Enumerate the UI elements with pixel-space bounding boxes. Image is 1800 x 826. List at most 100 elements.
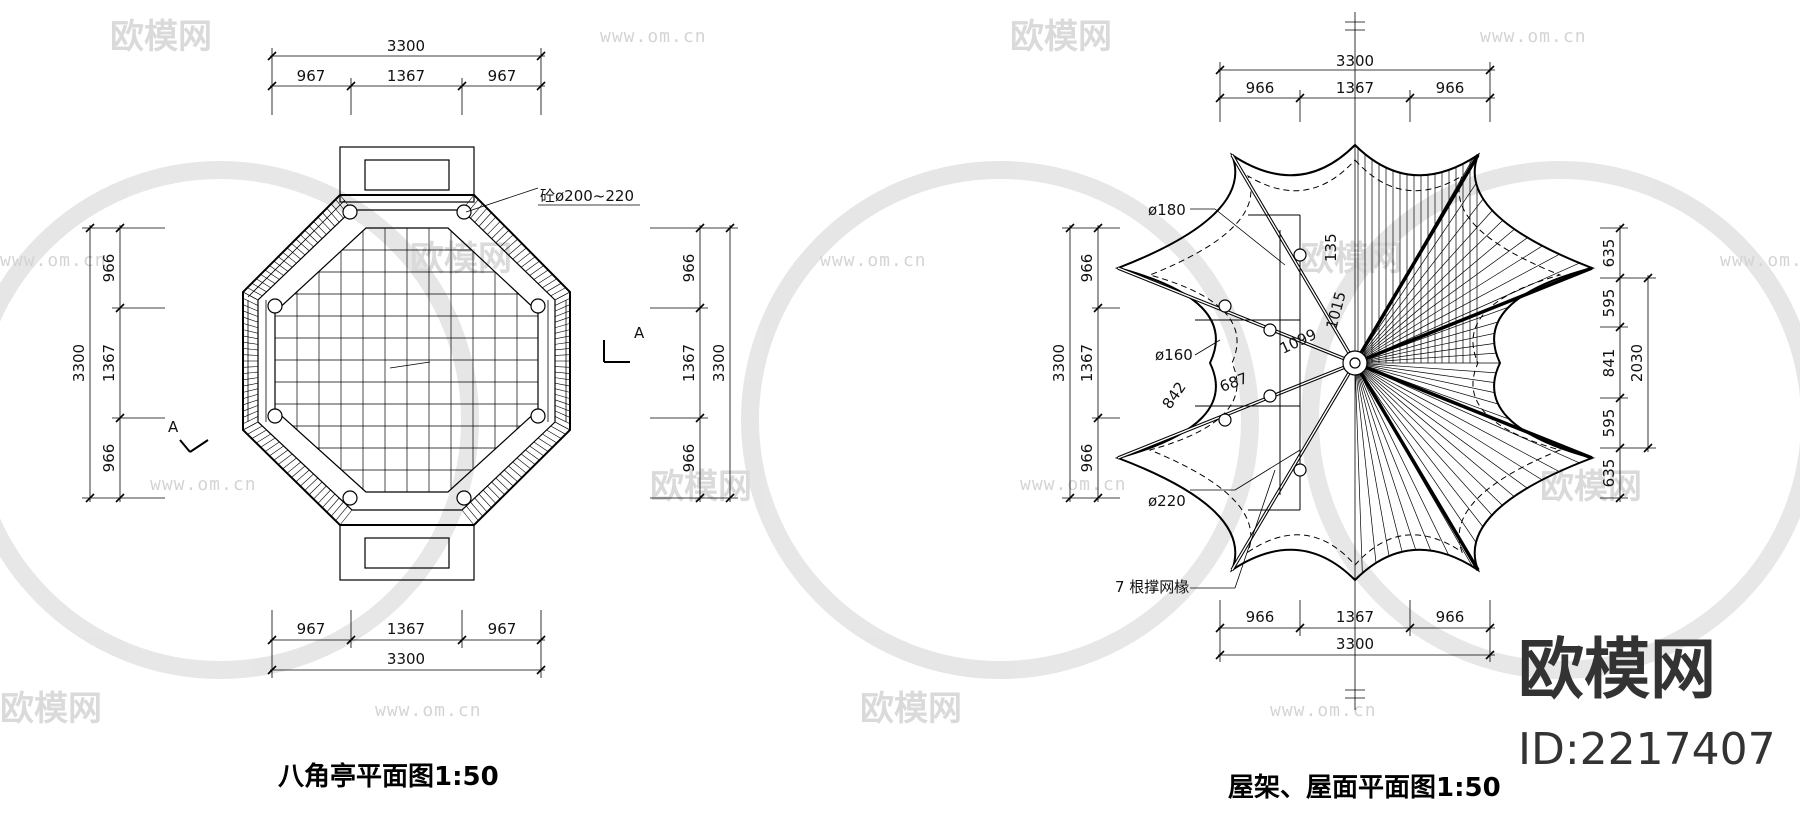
bench-hatching <box>242 194 567 422</box>
bench-slat <box>264 269 280 280</box>
bench-slat <box>554 298 571 306</box>
label-d160: ø160 <box>1155 346 1193 364</box>
bench-slat <box>554 310 571 317</box>
top-dimensions: 3300 967 1367 967 <box>267 37 546 115</box>
bench-slat <box>546 282 562 293</box>
column-note-text: 砼ø200~220 <box>540 187 634 205</box>
floor-grid-lines <box>275 228 538 492</box>
bench-slat <box>554 348 571 351</box>
bench-slat <box>554 341 571 345</box>
roof-tile-line <box>1355 362 1387 580</box>
bottom-dimensions: 967 1367 967 3300 <box>267 610 546 678</box>
roof-r-mid: 841 <box>1600 349 1618 378</box>
bench-slat <box>242 421 259 431</box>
plan-right-title: 屋架、屋面平面图1:50 <box>1228 773 1501 803</box>
roof-v-side-lower: 966 <box>1078 444 1096 473</box>
roof-tile-line <box>1355 362 1428 580</box>
bench-slat <box>554 393 571 399</box>
label-842: 842 <box>1159 379 1190 413</box>
bench-slat <box>554 388 571 393</box>
roof-tile-line <box>1355 362 1468 580</box>
bench-slat <box>554 416 571 424</box>
bench-slat <box>330 203 344 219</box>
bench-slat <box>499 234 514 248</box>
roof-frame-plan: 3300 966 1367 966 966 1367 966 3300 <box>1050 12 1656 803</box>
bench-slat <box>550 425 566 435</box>
watermark-url: www.om.cn <box>600 26 707 47</box>
bench-slat <box>512 461 527 474</box>
bench-slat <box>542 433 558 444</box>
bench-slat <box>508 243 523 256</box>
bench-slat <box>242 329 259 334</box>
bench-slat <box>521 453 536 465</box>
bench-slat <box>529 265 544 276</box>
dim-mid-top: 1367 <box>387 67 425 85</box>
bench-slat <box>317 216 331 231</box>
bench-slat <box>278 453 293 465</box>
bench-slat <box>242 410 259 418</box>
bench-slat <box>326 497 340 513</box>
watermark-brand: 欧模网 <box>110 17 212 57</box>
label-rafters: 7 根撑网椽 <box>1115 578 1189 596</box>
bench-slat <box>491 225 505 239</box>
roof-dim-total-top: 3300 <box>1336 52 1374 70</box>
frame-beams <box>1195 214 1301 511</box>
bench-slat <box>491 481 505 495</box>
label-135: 135 <box>1322 233 1340 262</box>
roof-dim-mid-bottom: 1367 <box>1336 608 1374 626</box>
bench-slat <box>335 505 348 521</box>
roof-dim-side-top-left: 966 <box>1246 79 1275 97</box>
dim-side-top-right: 967 <box>488 67 517 85</box>
bench-slat <box>260 274 276 284</box>
bench-slat <box>242 388 259 393</box>
roof-dim-side-top-right: 966 <box>1436 79 1465 97</box>
roof-v-side-upper: 966 <box>1078 254 1096 283</box>
bench-slat <box>474 208 488 223</box>
bench-slat <box>264 441 280 452</box>
bench-slat <box>278 256 293 268</box>
bench-slat <box>554 410 571 418</box>
bench-slat <box>300 473 314 487</box>
roof-r-top: 635 <box>1600 239 1618 268</box>
label-d180: ø180 <box>1148 201 1186 219</box>
watermark-url: www.om.cn <box>1720 250 1800 271</box>
roof-r-a: 595 <box>1600 289 1618 318</box>
v-dim-side-lower: 966 <box>100 444 118 473</box>
bench-slat <box>300 234 314 248</box>
bench-slat <box>504 238 518 252</box>
roof-tile-line <box>1355 362 1449 580</box>
bench-slat <box>242 341 259 345</box>
bench-slat <box>282 252 297 264</box>
bench-slat <box>554 405 571 412</box>
roof-dim-side-bottom-right: 966 <box>1436 608 1465 626</box>
bench-slat <box>554 304 571 312</box>
bench-slat <box>495 230 510 243</box>
bench-slat <box>487 485 501 500</box>
bench-slat <box>295 469 310 483</box>
bench-slat <box>516 252 531 264</box>
watermark-url: www.om.cn <box>1020 474 1127 495</box>
bench-slat <box>554 335 571 340</box>
bench-slat <box>273 449 289 461</box>
bench-slat <box>554 421 571 431</box>
plan-left-title: 八角亭平面图1:50 <box>278 761 499 792</box>
columns <box>267 204 546 506</box>
bench-slat <box>251 429 267 439</box>
bench-slat <box>308 225 323 239</box>
roof-left-vertical-dimensions: 3300 966 1367 966 <box>1050 223 1120 503</box>
bench-slat <box>242 304 259 312</box>
bench-slat <box>533 441 549 452</box>
bench-slat <box>242 382 259 387</box>
watermark-url: www.om.cn <box>150 474 257 495</box>
bench-slat <box>242 323 259 329</box>
bench-slat <box>242 399 259 406</box>
bench-slat <box>269 445 284 457</box>
bench-slat <box>326 208 340 223</box>
bench-slat <box>242 371 259 374</box>
bench-slat <box>465 505 479 521</box>
bench-slat <box>512 247 527 260</box>
bench-slat <box>554 382 571 387</box>
bench-slat <box>242 298 259 306</box>
dim-side-bottom-left: 967 <box>297 620 326 638</box>
dim-mid-bottom: 1367 <box>387 620 425 638</box>
